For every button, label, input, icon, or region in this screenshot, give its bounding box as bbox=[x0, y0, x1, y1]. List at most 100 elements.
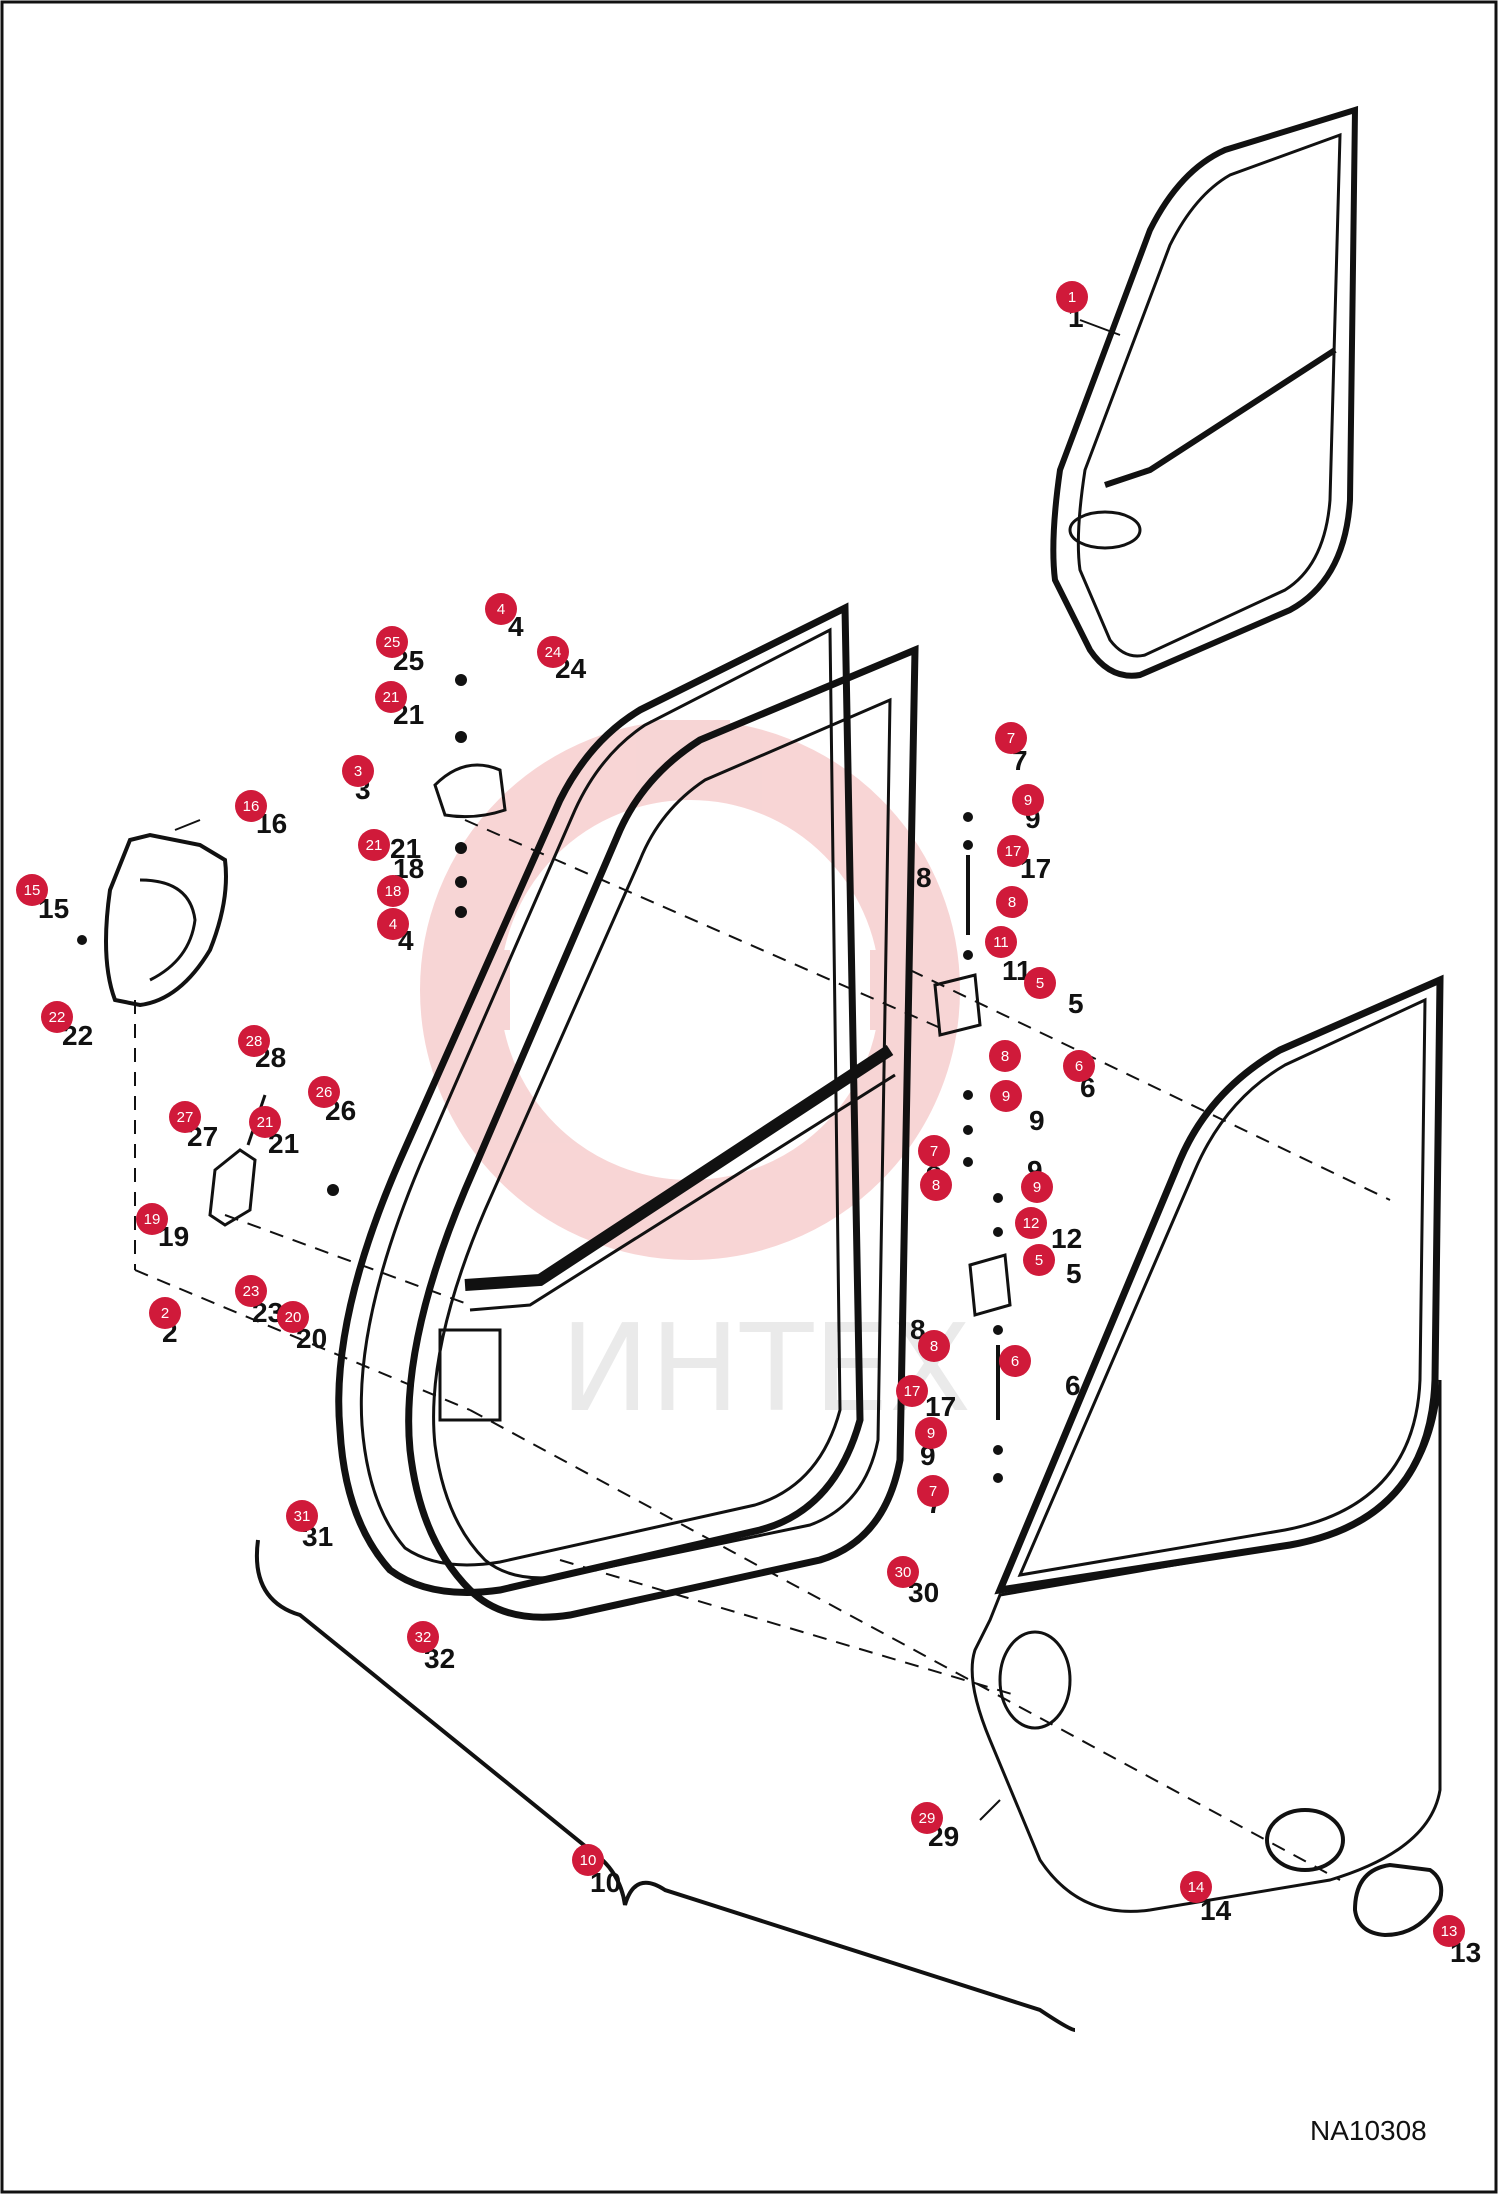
badge-number: 8 bbox=[932, 1177, 940, 1194]
callout-badge-3: 3 bbox=[342, 755, 374, 787]
callout-badges: 1234567891011121314151617181920212223242… bbox=[16, 281, 1465, 1947]
badge-number: 17 bbox=[1005, 843, 1022, 860]
badge-circle bbox=[995, 722, 1027, 754]
part-number-9-extra-11: 9 bbox=[1029, 1105, 1045, 1136]
callout-badge-6: 6 bbox=[1063, 1050, 1095, 1082]
badge-number: 7 bbox=[930, 1143, 938, 1160]
latch-bracket bbox=[438, 1328, 502, 1422]
part-number-12: 12 bbox=[1051, 1223, 1082, 1254]
lock-2 bbox=[208, 1148, 257, 1227]
badge-circle bbox=[1015, 1207, 1047, 1239]
fastener-7-b bbox=[963, 1157, 973, 1167]
badge-circle bbox=[358, 829, 390, 861]
badge-number: 9 bbox=[927, 1425, 935, 1442]
badge-number: 9 bbox=[1033, 1179, 1041, 1196]
callout-badge-9: 9 bbox=[1012, 784, 1044, 816]
badge-circle bbox=[572, 1844, 604, 1876]
badge-circle bbox=[1024, 967, 1056, 999]
badge-number: 21 bbox=[257, 1114, 274, 1131]
badge-circle bbox=[286, 1500, 318, 1532]
callout-badge-17-extra: 17 bbox=[896, 1375, 928, 1407]
badge-circle bbox=[1021, 1171, 1053, 1203]
callout-badge-21b-extra: 21 bbox=[249, 1106, 281, 1138]
callout-badge-11: 11 bbox=[985, 926, 1017, 958]
badge-circle bbox=[989, 1040, 1021, 1072]
callout-badge-16: 16 bbox=[235, 790, 267, 822]
frame-outer-32 bbox=[405, 644, 919, 1621]
callout-badge-17: 17 bbox=[997, 835, 1029, 867]
fastener-8-c bbox=[993, 1193, 1003, 1203]
badge-number: 7 bbox=[1007, 730, 1015, 747]
fastener-7-a bbox=[963, 812, 973, 822]
badge-number: 21 bbox=[366, 837, 383, 854]
fastener-12 bbox=[993, 1227, 1003, 1237]
door-panel-29 bbox=[970, 1379, 1442, 1913]
badge-circle bbox=[235, 1275, 267, 1307]
badge-circle bbox=[308, 1076, 340, 1108]
callout-badge-8: 8 bbox=[996, 886, 1028, 918]
badge-number: 3 bbox=[354, 763, 362, 780]
callout-badge-13: 13 bbox=[1433, 1915, 1465, 1947]
fastener-22 bbox=[77, 935, 87, 945]
part-number-5: 5 bbox=[1068, 988, 1084, 1019]
callout-badge-19: 19 bbox=[136, 1203, 168, 1235]
fastener-9-c bbox=[993, 1445, 1003, 1455]
badge-circle bbox=[277, 1301, 309, 1333]
handle-13 bbox=[1352, 1862, 1444, 1938]
frame-crossbar-lower-32 bbox=[469, 1073, 896, 1312]
badge-number: 23 bbox=[243, 1283, 260, 1300]
badge-circle bbox=[16, 874, 48, 906]
callout-badge-14: 14 bbox=[1180, 1871, 1212, 1903]
badge-circle bbox=[918, 1330, 950, 1362]
callout-badge-8-extra: 8 bbox=[920, 1169, 952, 1201]
part-number-21-extra-1: 21 bbox=[390, 833, 421, 864]
callout-badge-1: 1 bbox=[1056, 281, 1088, 313]
fastener-7-c bbox=[993, 1473, 1003, 1483]
badge-number: 6 bbox=[1075, 1058, 1083, 1075]
badge-number: 14 bbox=[1188, 1879, 1205, 1896]
badge-circle bbox=[407, 1621, 439, 1653]
fasteners bbox=[77, 674, 1003, 1483]
callout-badge-8b-extra: 8 bbox=[918, 1330, 950, 1362]
callout-badge-8c-extra: 8 bbox=[989, 1040, 1021, 1072]
fastener-8-a bbox=[963, 950, 973, 960]
frame-crossbar-32 bbox=[464, 1044, 894, 1291]
badge-circle bbox=[985, 926, 1017, 958]
badge-circle bbox=[996, 886, 1028, 918]
badge-circle bbox=[917, 1475, 949, 1507]
badge-number: 9 bbox=[1002, 1088, 1010, 1105]
fastener-9-a bbox=[963, 840, 973, 850]
callout-badge-22: 22 bbox=[41, 1001, 73, 1033]
dash-5 bbox=[469, 1409, 1341, 1881]
callout-badge-24: 24 bbox=[537, 636, 569, 668]
callout-badge-23: 23 bbox=[235, 1275, 267, 1307]
badge-number: 8 bbox=[1001, 1048, 1009, 1065]
fastener-4-bottom bbox=[455, 906, 467, 918]
callout-badge-5: 5 bbox=[1024, 967, 1056, 999]
bracket-10 bbox=[255, 1539, 1076, 2032]
badge-circle bbox=[235, 790, 267, 822]
callout-badge-29: 29 bbox=[911, 1802, 943, 1834]
callout-badge-6-extra: 6 bbox=[999, 1345, 1031, 1377]
badge-number: 13 bbox=[1441, 1923, 1458, 1940]
badge-circle bbox=[990, 1080, 1022, 1112]
part-number-17-extra-13: 17 bbox=[925, 1391, 956, 1422]
badge-circle bbox=[376, 626, 408, 658]
callout-badge-21-extra: 21 bbox=[358, 829, 390, 861]
callout-badge-7-extra: 7 bbox=[918, 1135, 950, 1167]
callout-badge-10: 10 bbox=[572, 1844, 604, 1876]
callout-badge-12: 12 bbox=[1015, 1207, 1047, 1239]
badge-circle bbox=[1433, 1915, 1465, 1947]
badge-number: 4 bbox=[389, 916, 397, 933]
badge-circle bbox=[1056, 281, 1088, 313]
badge-number: 8 bbox=[1008, 894, 1016, 911]
callout-badge-32: 32 bbox=[407, 1621, 439, 1653]
part-number-5-extra-3: 5 bbox=[1066, 1258, 1082, 1289]
badge-number: 5 bbox=[1035, 1252, 1043, 1269]
parts-lines bbox=[104, 105, 1444, 2032]
assembly-lines bbox=[134, 819, 1391, 1881]
badge-circle bbox=[375, 681, 407, 713]
latch-housing-inner-16 bbox=[139, 878, 197, 982]
drawing-code: NA10308 bbox=[1310, 2115, 1427, 2146]
